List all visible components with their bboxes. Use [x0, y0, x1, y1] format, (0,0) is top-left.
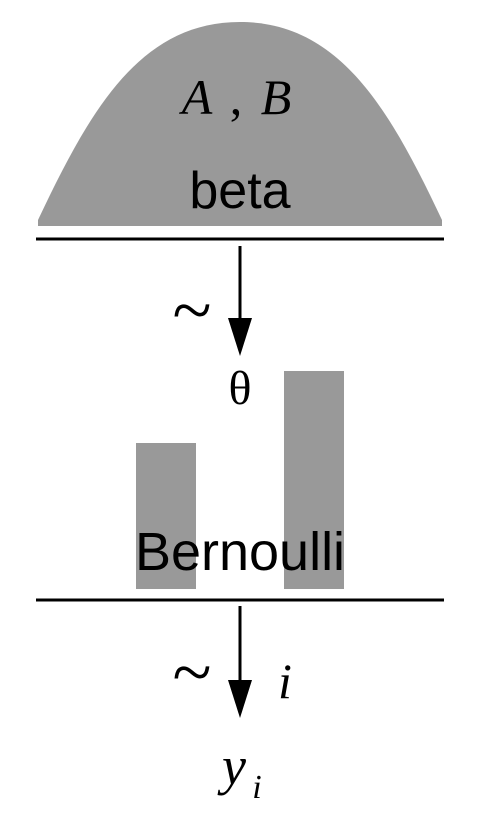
theta-symbol: θ — [229, 362, 252, 415]
beta-param-a: A — [179, 69, 213, 125]
output-y: y — [217, 736, 246, 796]
index-i: i — [278, 653, 292, 709]
beta-distribution-shape — [38, 22, 442, 226]
beta-param-separator: , — [230, 69, 243, 125]
top-arrow-head — [228, 318, 252, 356]
bernoulli-bar-right — [284, 371, 344, 589]
tilde-top: ~ — [173, 270, 212, 350]
beta-param-b: B — [261, 69, 292, 125]
bottom-arrow-head — [228, 680, 252, 718]
beta-label: beta — [189, 162, 290, 220]
bernoulli-bar-left — [136, 443, 196, 589]
bernoulli-label: Bernoulli — [135, 522, 345, 582]
output-y-subscript: i — [252, 769, 261, 806]
tilde-bottom: ~ — [173, 632, 212, 712]
